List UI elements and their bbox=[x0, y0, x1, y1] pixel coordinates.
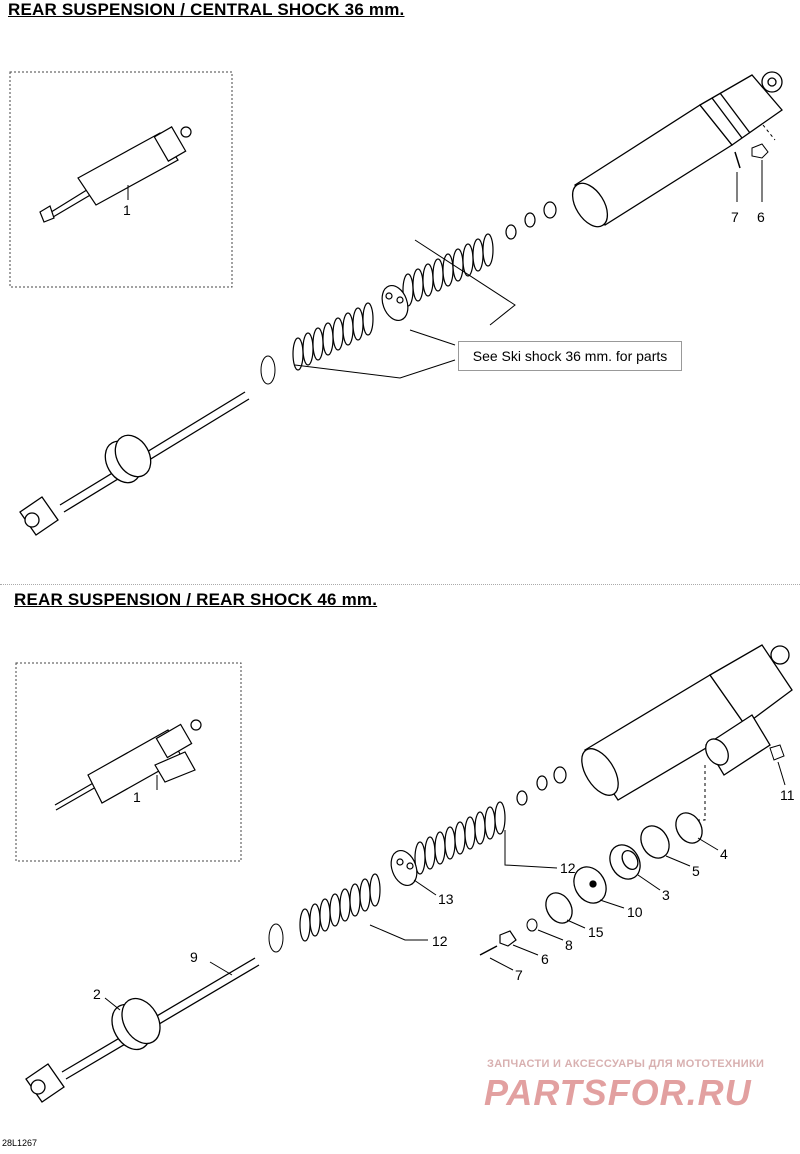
callout-4: 4 bbox=[720, 846, 728, 862]
see-ski-shock-note: See Ski shock 36 mm. for parts bbox=[458, 341, 682, 371]
inset-shock-bottom bbox=[54, 719, 202, 811]
spring-seat-top bbox=[381, 284, 409, 322]
callout-1-top: 1 bbox=[123, 202, 131, 218]
shock-rod-bottom bbox=[25, 957, 260, 1103]
callout-12-upper: 12 bbox=[560, 860, 576, 876]
section-divider bbox=[0, 584, 800, 585]
screw-7-bottom bbox=[479, 945, 498, 956]
o-ring-5 bbox=[640, 825, 670, 859]
callout-11: 11 bbox=[780, 787, 795, 803]
callout-3: 3 bbox=[662, 887, 670, 903]
nut-11 bbox=[769, 744, 785, 761]
washer-lower-bottom bbox=[268, 923, 284, 953]
spring-upper-top bbox=[402, 233, 494, 307]
diagram-code: 28L1267 bbox=[2, 1138, 38, 1148]
nut-6-top bbox=[751, 143, 769, 159]
screw-7-top bbox=[734, 151, 741, 169]
callout-6-top: 6 bbox=[757, 209, 765, 225]
o-ring-4 bbox=[675, 812, 703, 844]
ball-8 bbox=[526, 918, 538, 932]
shock-body-bottom bbox=[581, 644, 793, 801]
cap-3 bbox=[609, 844, 641, 880]
callout-13: 13 bbox=[438, 891, 454, 907]
inset-frame-top bbox=[9, 71, 233, 288]
washers-bottom bbox=[516, 766, 567, 806]
section-title-central-shock: REAR SUSPENSION / CENTRAL SHOCK 36 mm. bbox=[8, 0, 405, 19]
spring-upper-bottom bbox=[414, 801, 506, 875]
callout-2: 2 bbox=[93, 986, 101, 1002]
callout-7-top: 7 bbox=[731, 209, 739, 225]
washer-lower-top bbox=[260, 355, 276, 385]
callout-9: 9 bbox=[190, 949, 198, 965]
spring-seat-13 bbox=[390, 849, 418, 887]
bearing-10 bbox=[573, 866, 607, 904]
shock-body-top bbox=[571, 71, 783, 228]
callout-10: 10 bbox=[627, 904, 643, 920]
shock-rod-top bbox=[19, 391, 250, 536]
spring-lower-top bbox=[292, 302, 374, 371]
callout-5: 5 bbox=[692, 863, 700, 879]
watermark-tagline: ЗАПЧАСТИ И АКСЕССУАРЫ ДЛЯ МОТОТЕХНИКИ bbox=[487, 1058, 765, 1070]
inset-shock-top bbox=[39, 126, 192, 223]
spring-lower-bottom bbox=[299, 873, 381, 942]
callout-6-bottom: 6 bbox=[541, 951, 549, 967]
nut-6-bottom bbox=[499, 930, 517, 947]
callout-7-bottom: 7 bbox=[515, 967, 523, 983]
o-ring-15 bbox=[545, 892, 573, 924]
callout-15: 15 bbox=[588, 924, 604, 940]
callout-1-bottom: 1 bbox=[133, 789, 141, 805]
callout-8: 8 bbox=[565, 937, 573, 953]
watermark-logo: PARTSFOR.RU bbox=[484, 1072, 752, 1113]
washers-top bbox=[505, 201, 557, 240]
inset-frame-bottom bbox=[15, 662, 242, 862]
section-title-rear-shock: REAR SUSPENSION / REAR SHOCK 46 mm. bbox=[14, 590, 378, 609]
callout-12-lower: 12 bbox=[432, 933, 448, 949]
